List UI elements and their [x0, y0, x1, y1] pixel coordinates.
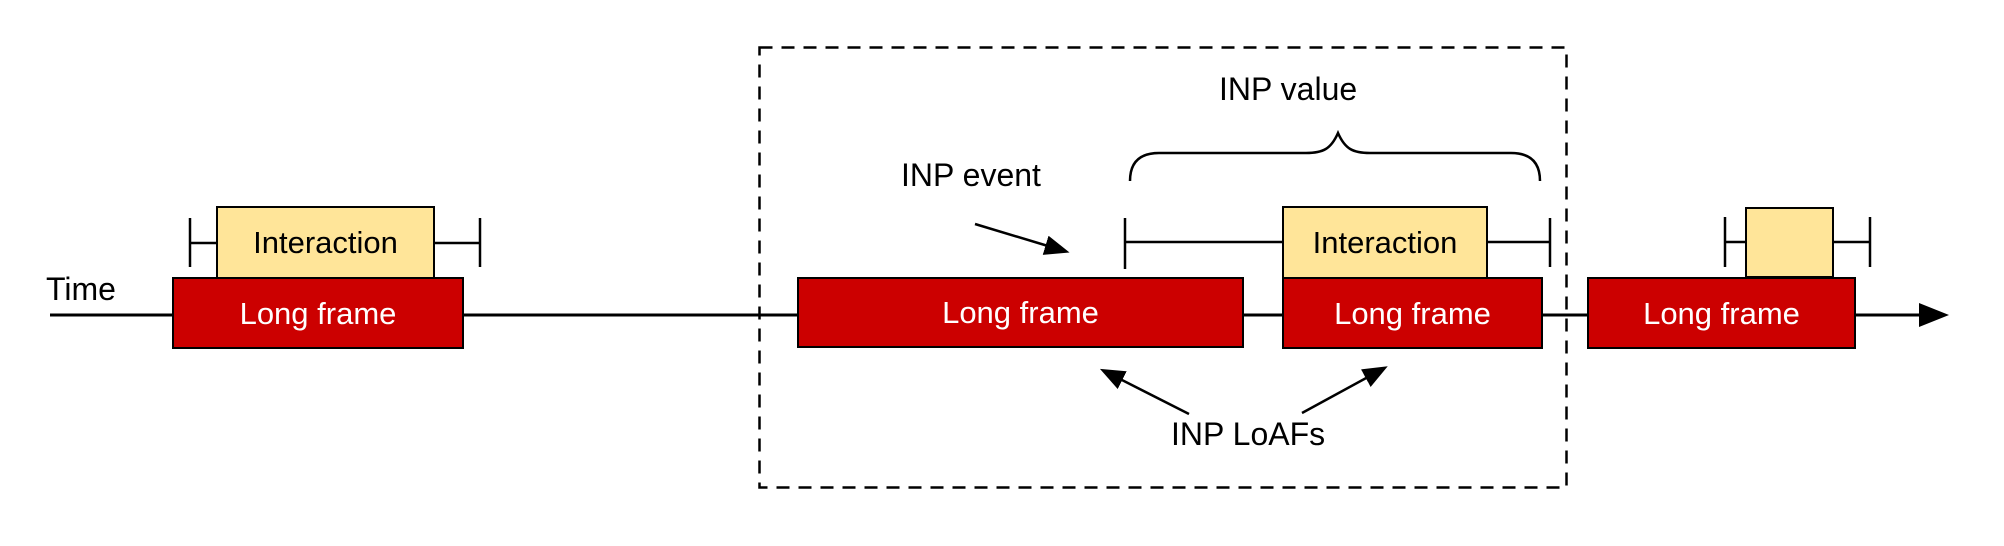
- long-frame-2: Long frame: [797, 277, 1244, 348]
- inp-loaf-arrow-right: [1301, 366, 1388, 415]
- inp-event-label: INP event: [901, 157, 1041, 193]
- long-frame-4: Long frame: [1587, 277, 1856, 349]
- interaction-2-label: Interaction: [1312, 225, 1458, 260]
- inp-loaf-arrow-left: [1099, 368, 1190, 416]
- long-frame-4-label: Long frame: [1643, 295, 1800, 331]
- long-frame-1: Long frame: [172, 277, 464, 349]
- inp-value-brace: [1128, 129, 1542, 182]
- interaction-1-label: Interaction: [253, 225, 398, 260]
- inp-group-dashed-box: [758, 46, 1568, 489]
- long-frame-3: Long frame: [1282, 277, 1543, 349]
- long-frame-2-label: Long frame: [942, 295, 1099, 330]
- inp-event-arrow: [974, 222, 1070, 255]
- interaction-1: Interaction: [216, 206, 435, 279]
- inp-value-label: INP value: [1219, 71, 1358, 107]
- inp-loafs-label: INP LoAFs: [1171, 416, 1326, 452]
- interaction-3: [1745, 207, 1834, 278]
- long-frame-1-label: Long frame: [239, 295, 397, 331]
- time-axis-label: Time: [46, 271, 116, 307]
- long-frame-3-label: Long frame: [1334, 295, 1491, 331]
- interaction-2: Interaction: [1282, 206, 1488, 279]
